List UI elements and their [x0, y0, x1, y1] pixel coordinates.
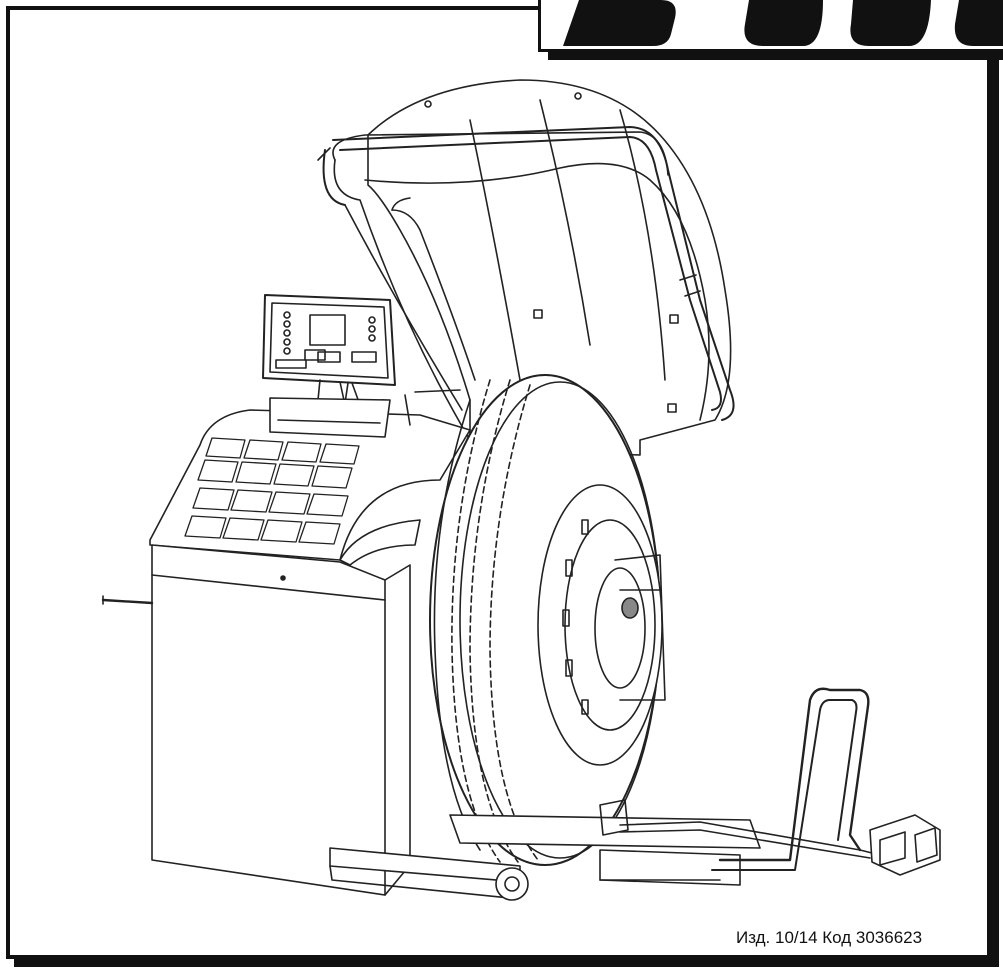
- logo-box: [538, 0, 1003, 52]
- logo-box-shadow: [548, 52, 1003, 60]
- border-shadow-bottom: [14, 959, 999, 967]
- monitor-display: [262, 294, 396, 406]
- brand-logo-icon: [563, 0, 1003, 46]
- wheel-lift-base: [329, 687, 941, 901]
- wheel-guard-hood: [317, 79, 735, 456]
- truck-wheel: [429, 374, 666, 866]
- border-shadow-right: [991, 14, 999, 965]
- balancer-cabinet: [101, 389, 471, 896]
- document-edition-code: Изд. 10/14 Код 3036623: [736, 928, 923, 947]
